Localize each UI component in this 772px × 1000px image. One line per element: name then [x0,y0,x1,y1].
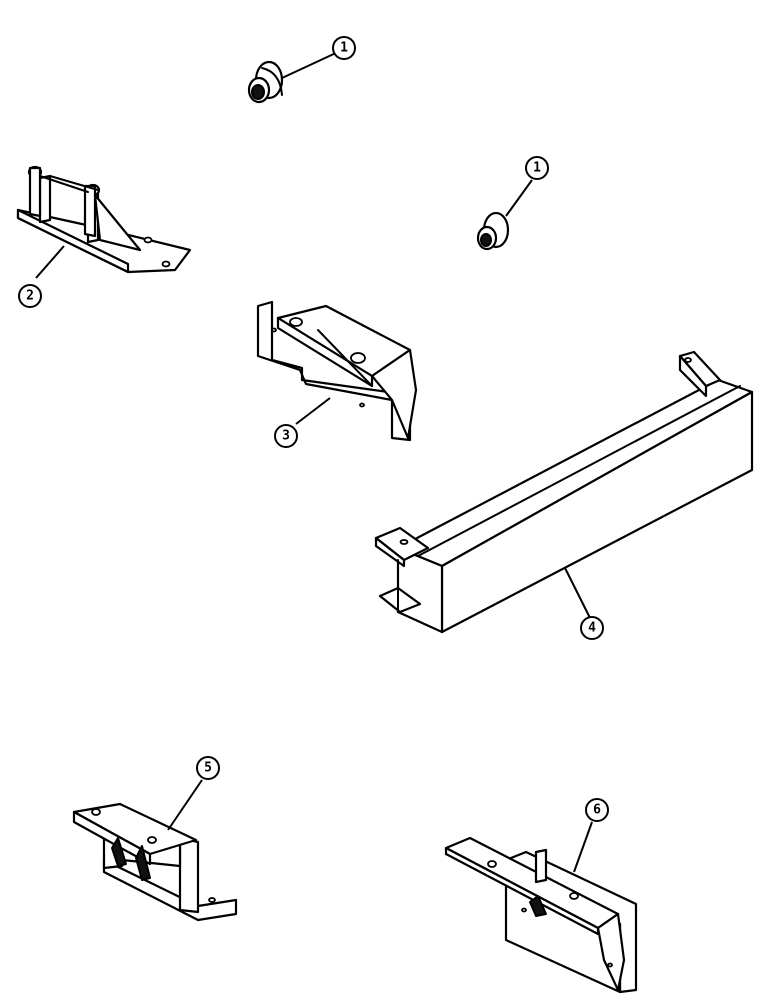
leader-1b [505,179,533,217]
part-6-bracket [444,836,638,994]
part-3-bracket [256,300,418,442]
callout-3: 3 [274,424,298,448]
leader-5 [167,779,203,831]
callout-6-label: 6 [593,803,601,818]
callout-3-label: 3 [282,429,290,444]
callout-5: 5 [196,756,220,780]
part-1-bushing-upper [247,60,284,104]
part-5-bracket [72,802,238,922]
part-1-bushing-lower [476,211,510,251]
callout-1b: 1 [525,156,549,180]
callout-2: 2 [18,284,42,308]
leader-1a [281,51,339,79]
callout-4-label: 4 [588,621,596,636]
callout-1b-label: 1 [533,161,541,176]
leader-6 [573,821,593,873]
leader-2 [35,245,65,279]
leader-3 [295,397,331,425]
callout-1a: 1 [332,36,356,60]
callout-6: 6 [585,798,609,822]
callout-4: 4 [580,616,604,640]
callout-2-label: 2 [26,289,34,304]
callout-1a-label: 1 [340,41,348,56]
leader-4 [564,567,591,619]
callout-5-label: 5 [204,761,212,776]
part-2-mounting-plate [16,165,192,274]
leader-lines [35,51,593,873]
part-4-crossbeam [374,350,754,634]
